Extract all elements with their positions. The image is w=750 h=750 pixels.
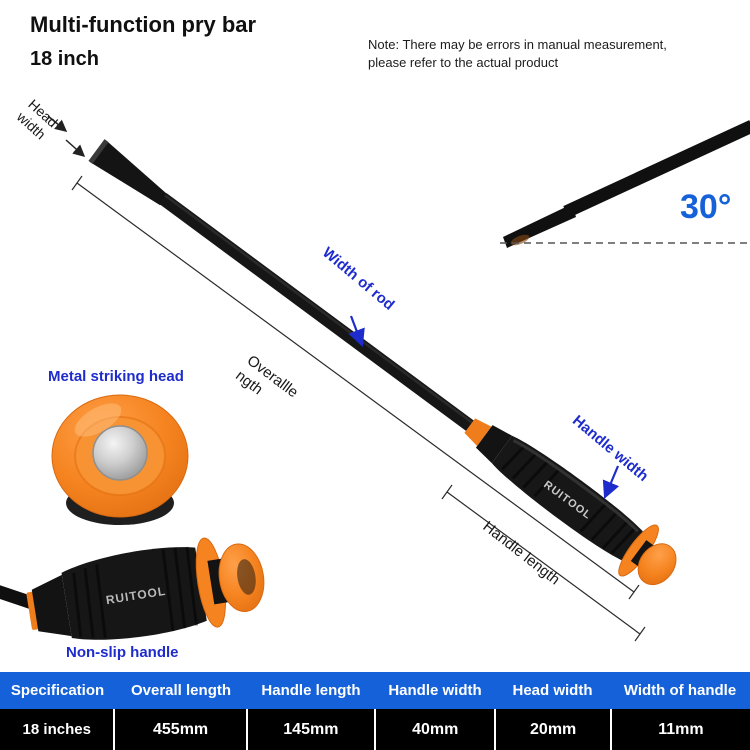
blade-tip-edge (88, 139, 109, 164)
spec-header-cell: Width of handle (623, 682, 737, 699)
handle-closeup: RUITOOL (0, 537, 265, 640)
spec-table-header-row: Specification Overall length Handle leng… (0, 672, 750, 709)
pry-bar: RUITOOL (88, 139, 677, 586)
closeup-front-collar (26, 591, 40, 630)
striking-head-label: Metal striking head (48, 368, 184, 385)
overall-length-dimension (71, 175, 640, 600)
head-highlight (74, 403, 122, 437)
non-slip-handle-label: Non-slip handle (66, 644, 179, 661)
handle-front-cone (475, 425, 513, 464)
spec-table-value-row: 18 inches 455mm 145mm 40mm 20mm 11mm (0, 709, 750, 750)
size-subtitle: 18 inch (30, 48, 99, 70)
handle-length-dimension (441, 484, 646, 642)
metal-striking-plate (92, 425, 148, 481)
spec-header-cell: Head width (512, 682, 593, 699)
closeup-shaft-stub (0, 580, 37, 610)
head-inner-crease (74, 416, 166, 496)
tip-bar (563, 120, 750, 218)
page-title: Multi-function pry bar (30, 12, 257, 37)
head-width-arrows (47, 115, 86, 157)
handle-ribs (500, 445, 637, 555)
handle-highlight (512, 439, 639, 533)
handle-end-cap (637, 543, 677, 586)
disclaimer-note: Note: There may be errors in manual meas… (368, 37, 667, 71)
closeup-handle-ribs (72, 546, 198, 638)
handle-body (491, 435, 643, 561)
spec-header-cell: Specification (10, 682, 105, 699)
spec-header-cell: Handle length (261, 682, 361, 699)
shaft-highlight (164, 194, 475, 425)
spec-value-cell: 455mm (113, 709, 245, 750)
striking-head-closeup (51, 394, 189, 525)
spec-header-cell: Overall length (130, 682, 232, 699)
spec-value-cell: 11mm (609, 709, 750, 750)
pry-bar-shaft (158, 193, 476, 433)
handle-width-arrow (602, 465, 620, 500)
spec-value-cell: 145mm (245, 709, 374, 750)
pry-bar-blade (90, 140, 168, 206)
closeup-cap-shadow (237, 559, 256, 595)
spec-value-cell: 40mm (374, 709, 494, 750)
spec-header-cell: Handle width (388, 682, 482, 699)
spec-value-cell: 20mm (494, 709, 609, 750)
closeup-front-cone (31, 574, 72, 637)
angle-label: 30° (680, 188, 732, 226)
handle-front-collar (464, 418, 492, 446)
tip-angle-closeup (500, 120, 750, 248)
spec-table: Specification Overall length Handle leng… (0, 672, 750, 750)
rod-width-arrow (348, 315, 365, 348)
spec-value-cell: 18 inches (22, 721, 91, 738)
